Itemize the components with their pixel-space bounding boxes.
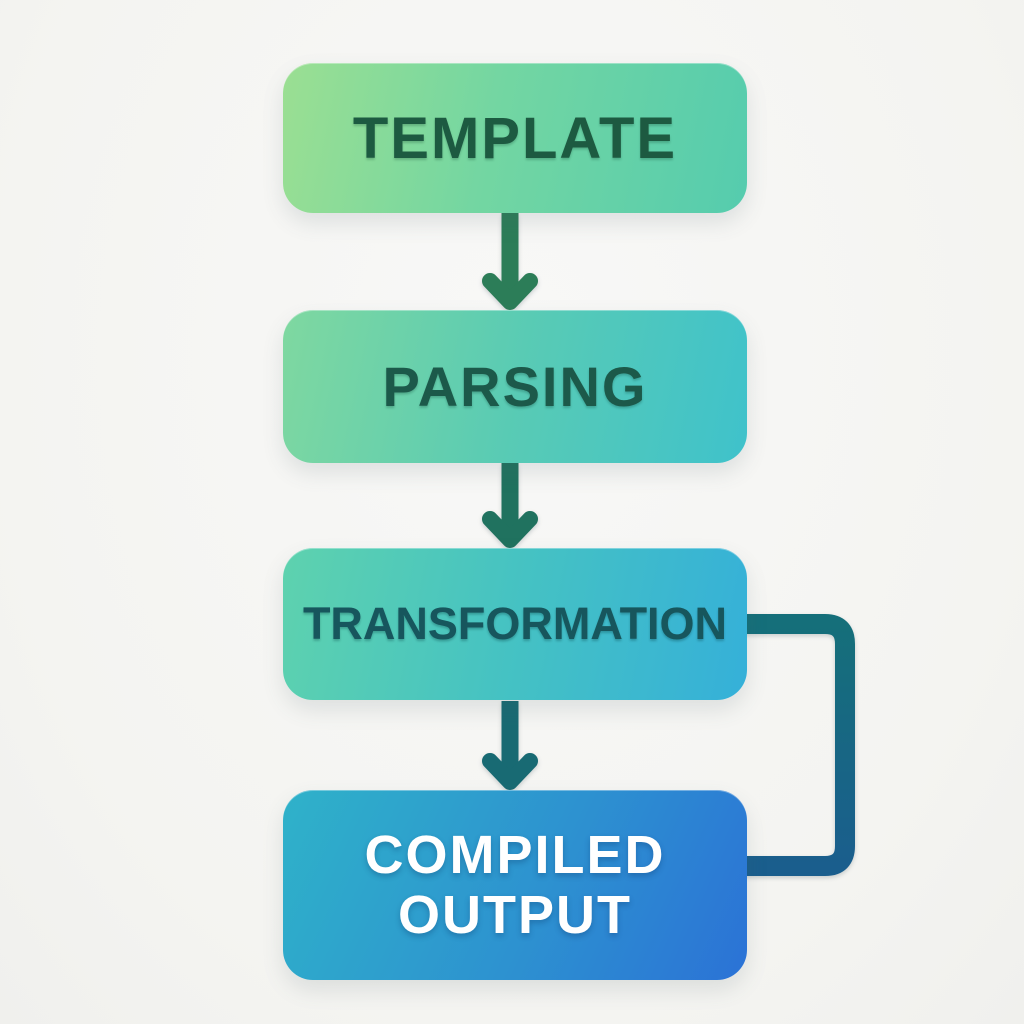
flow-arrow-down-icon <box>482 463 538 548</box>
loop-connector-path <box>740 614 855 876</box>
node-compiled-output-line1: COMPILED <box>364 824 666 885</box>
flow-arrow-down-icon <box>482 213 538 310</box>
node-compiled-output-line2: OUTPUT <box>397 885 632 945</box>
node-transformation-label: TRANSFORMATION <box>302 598 728 649</box>
flow-arrow-down-icon <box>482 701 538 790</box>
node-parsing-label: PARSING <box>382 355 648 418</box>
node-compiled-output: COMPILED OUTPUT <box>283 790 747 980</box>
loop-connector-right <box>740 614 855 876</box>
node-parsing: PARSING <box>283 310 747 463</box>
node-compiled-output-label: COMPILED OUTPUT <box>364 825 665 946</box>
node-transformation: TRANSFORMATION <box>283 548 747 700</box>
node-template: TEMPLATE <box>283 63 747 213</box>
node-template-label: TEMPLATE <box>352 105 678 171</box>
